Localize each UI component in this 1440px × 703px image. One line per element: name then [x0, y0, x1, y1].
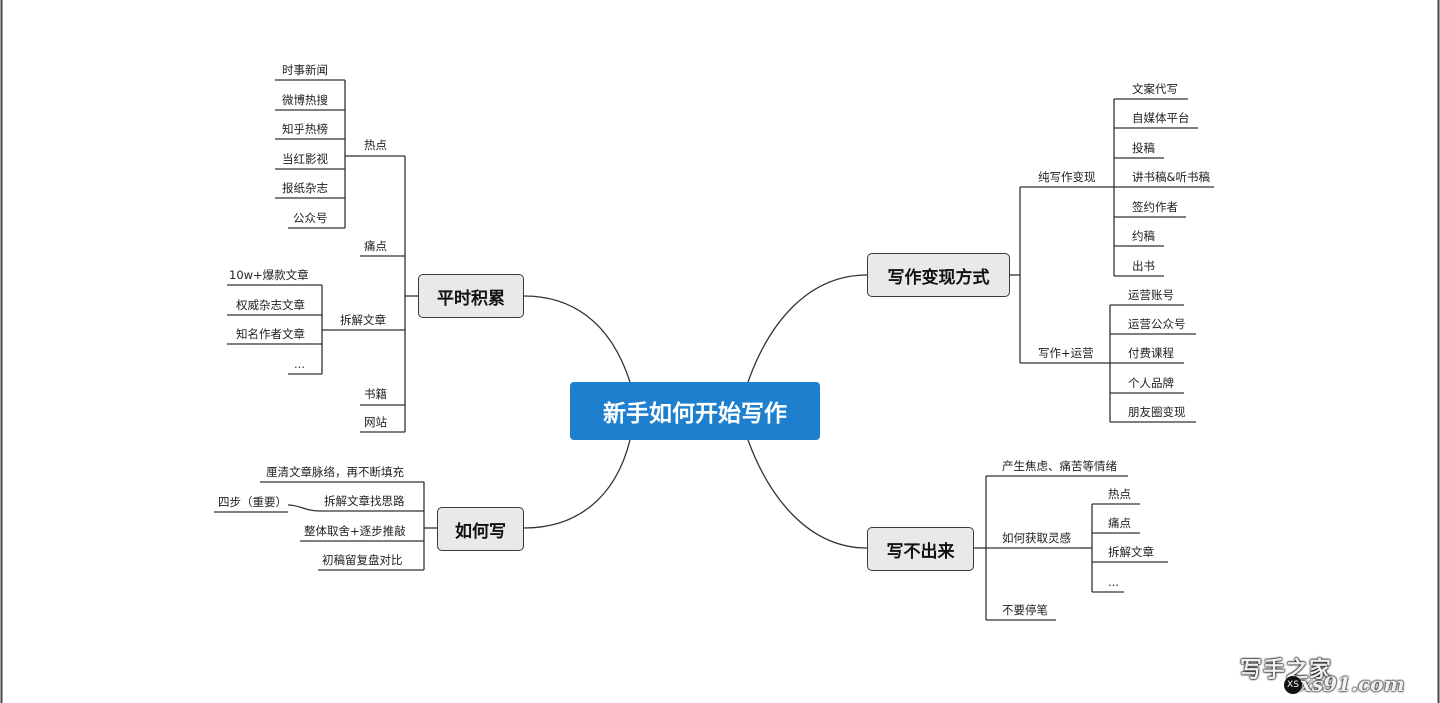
- leaf-dissect-2[interactable]: 权威杂志文章: [236, 298, 305, 312]
- node-books[interactable]: 书籍: [364, 387, 387, 401]
- node-anxiety[interactable]: 产生焦虑、痛苦等情绪: [1002, 459, 1117, 473]
- branch-how-to-write[interactable]: 如何写: [437, 507, 524, 551]
- branch-stuck[interactable]: 写不出来: [867, 527, 974, 571]
- leaf-dissect-3[interactable]: 知名作者文章: [236, 327, 305, 341]
- branch-accumulate[interactable]: 平时积累: [418, 274, 524, 318]
- central-topic[interactable]: 新手如何开始写作: [570, 382, 820, 440]
- leaf-ops-1[interactable]: 运营账号: [1128, 288, 1174, 302]
- leaf-hot-6[interactable]: 公众号: [293, 211, 328, 225]
- leaf-pure-5[interactable]: 签约作者: [1132, 200, 1178, 214]
- leaf-pure-1[interactable]: 文案代写: [1132, 82, 1178, 96]
- node-pure-writing[interactable]: 纯写作变现: [1038, 170, 1096, 184]
- leaf-four-steps[interactable]: 四步（重要）: [218, 495, 287, 509]
- leaf-how-3[interactable]: 整体取舍+逐步推敲: [304, 524, 406, 538]
- leaf-inspire-3[interactable]: 拆解文章: [1108, 545, 1154, 559]
- leaf-inspire-1[interactable]: 热点: [1108, 487, 1131, 501]
- leaf-pure-3[interactable]: 投稿: [1132, 141, 1155, 155]
- node-writing-ops[interactable]: 写作+运营: [1038, 346, 1094, 360]
- leaf-ops-2[interactable]: 运营公众号: [1128, 317, 1186, 331]
- leaf-how-1[interactable]: 厘清文章脉络，再不断填充: [266, 465, 404, 479]
- leaf-hot-5[interactable]: 报纸杂志: [282, 181, 328, 195]
- leaf-how-2[interactable]: 拆解文章找思路: [324, 494, 405, 508]
- node-pain[interactable]: 痛点: [364, 239, 387, 253]
- leaf-hot-2[interactable]: 微博热搜: [282, 93, 328, 107]
- node-no-stop[interactable]: 不要停笔: [1002, 603, 1048, 617]
- leaf-dissect-1[interactable]: 10w+爆款文章: [229, 268, 309, 282]
- leaf-hot-3[interactable]: 知乎热榜: [282, 122, 328, 136]
- node-hot[interactable]: 热点: [364, 138, 387, 152]
- leaf-inspire-2[interactable]: 痛点: [1108, 516, 1131, 530]
- leaf-inspire-4[interactable]: ...: [1108, 575, 1119, 589]
- leaf-pure-2[interactable]: 自媒体平台: [1132, 111, 1190, 125]
- leaf-dissect-4[interactable]: ...: [294, 357, 305, 371]
- leaf-how-4[interactable]: 初稿留复盘对比: [322, 553, 403, 567]
- branch-monetize[interactable]: 写作变现方式: [867, 253, 1010, 297]
- leaf-pure-4[interactable]: 讲书稿&听书稿: [1132, 170, 1210, 184]
- leaf-hot-4[interactable]: 当红影视: [282, 152, 328, 166]
- watermark-en: xs91.com: [1300, 672, 1405, 696]
- leaf-pure-7[interactable]: 出书: [1132, 259, 1155, 273]
- node-dissect[interactable]: 拆解文章: [340, 313, 386, 327]
- leaf-hot-1[interactable]: 时事新闻: [282, 63, 328, 77]
- leaf-ops-5[interactable]: 朋友圈变现: [1128, 405, 1186, 419]
- node-inspiration[interactable]: 如何获取灵感: [1002, 531, 1071, 545]
- leaf-ops-4[interactable]: 个人品牌: [1128, 376, 1174, 390]
- watermark-logo-icon: XS: [1284, 676, 1302, 694]
- leaf-ops-3[interactable]: 付费课程: [1128, 346, 1174, 360]
- node-sites[interactable]: 网站: [364, 415, 387, 429]
- leaf-pure-6[interactable]: 约稿: [1132, 229, 1155, 243]
